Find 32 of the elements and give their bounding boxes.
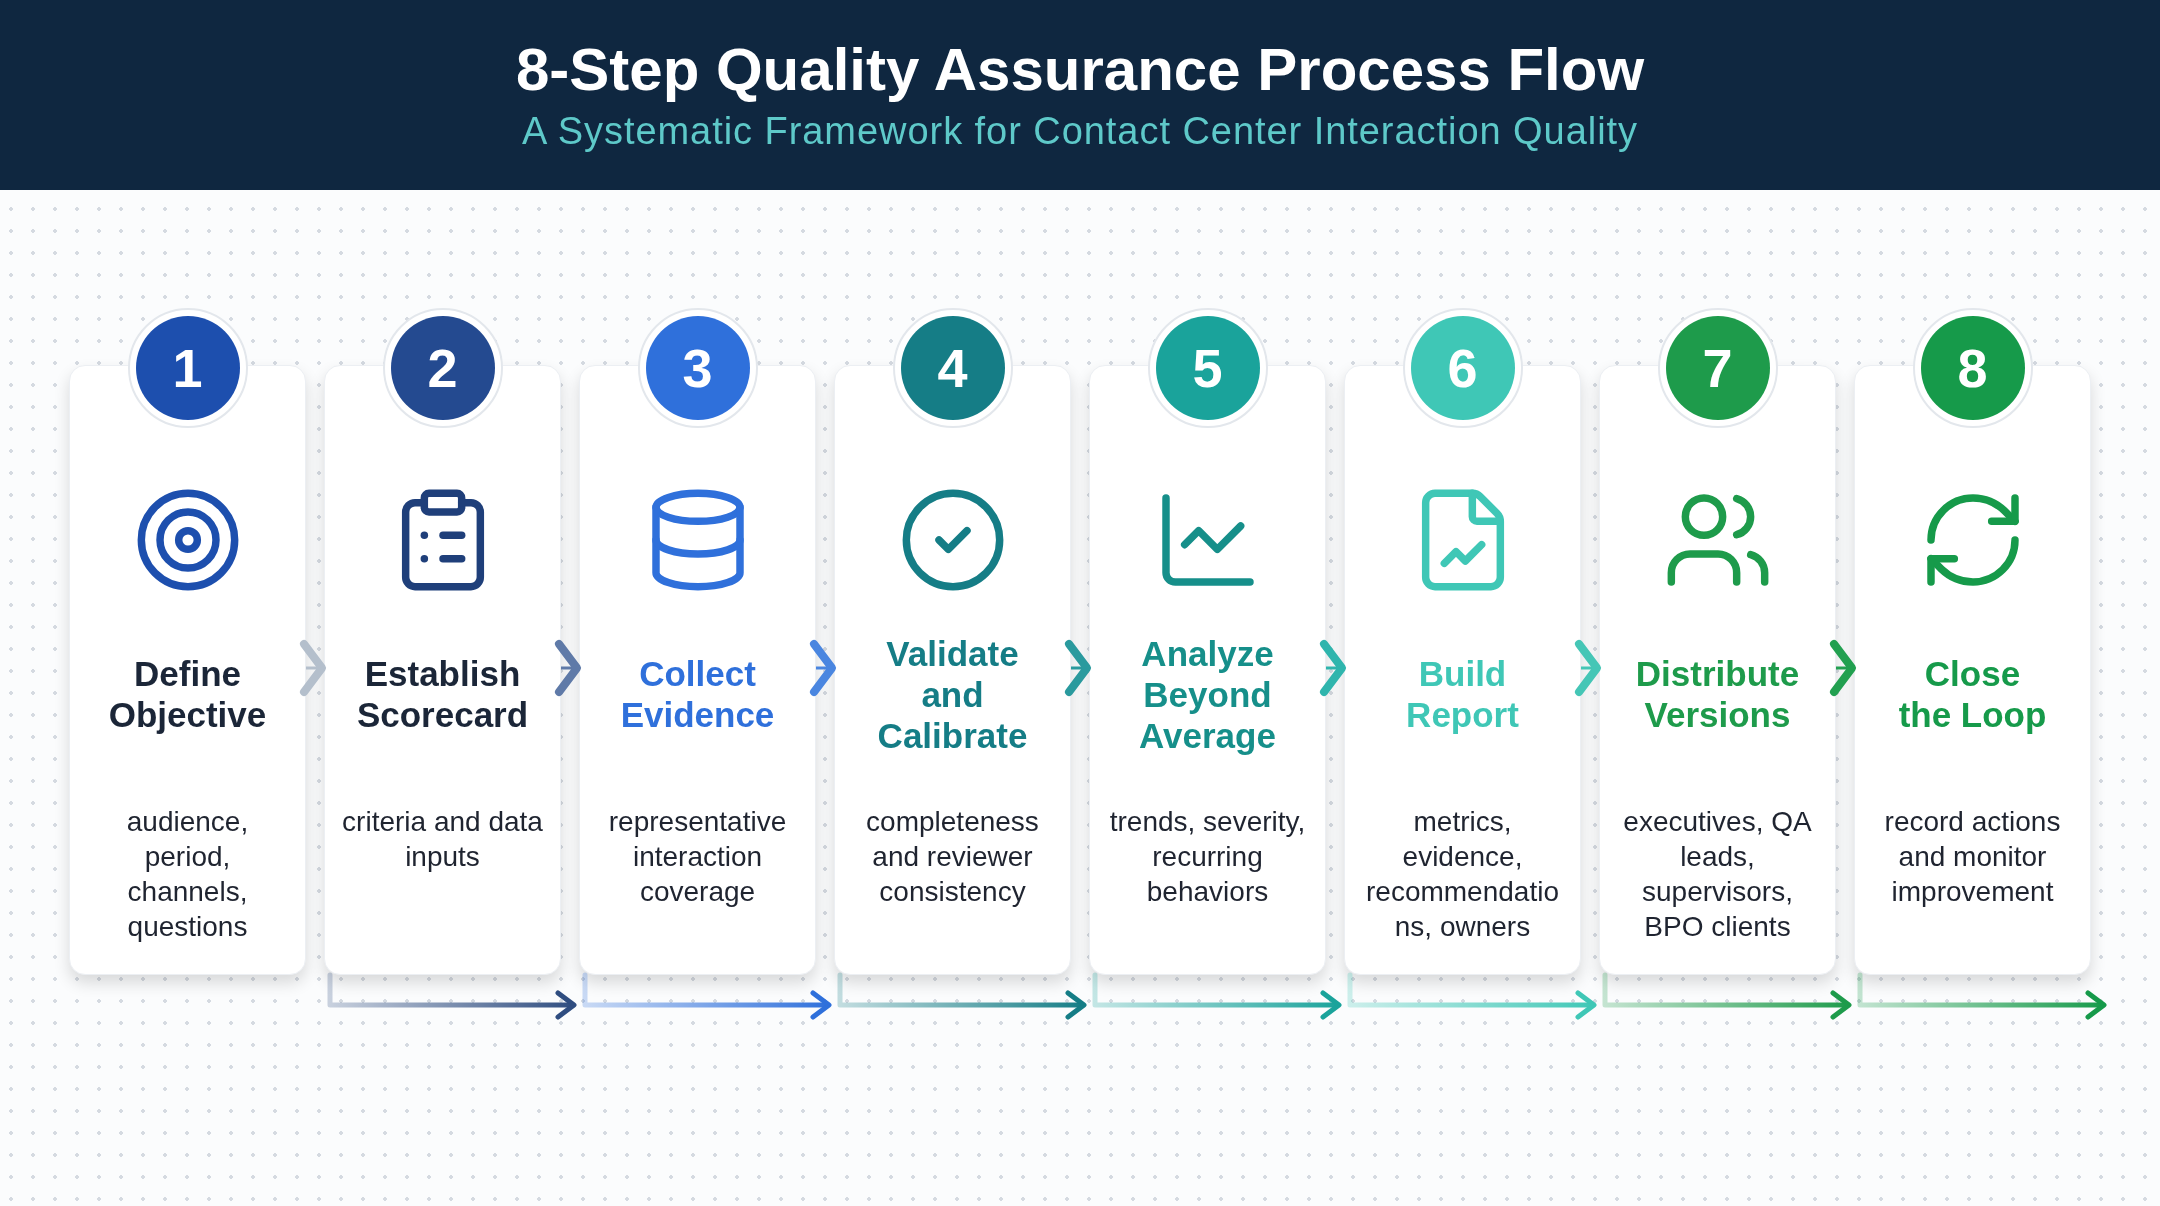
step-title: Analyze Beyond Average <box>1138 632 1277 756</box>
step-title: Define Objective <box>107 653 268 735</box>
progress-arrow <box>1857 972 2107 1020</box>
step-title: Build Report <box>1405 653 1520 735</box>
progress-arrow <box>1092 972 1342 1020</box>
step-description: completeness and reviewer consistency <box>865 805 1040 909</box>
chevron-arrow <box>1575 640 1601 696</box>
step-description: criteria and data inputs <box>341 805 544 874</box>
step-description: representative interaction coverage <box>607 805 788 909</box>
progress-arrow <box>837 972 1087 1020</box>
step-description: record actions and monitor improvement <box>1883 805 2062 909</box>
chevron-arrow <box>1830 640 1856 696</box>
step-description: executives, QA leads, supervisors, BPO clients <box>1622 805 1813 944</box>
step-description: audience, period, channels, questions <box>125 805 250 944</box>
title: 8-Step Quality Assurance Process Flow <box>515 37 1645 104</box>
step-title: Establish Scorecard <box>355 653 530 735</box>
progress-arrow <box>327 972 577 1020</box>
chevron-arrow <box>1320 640 1346 696</box>
step-title: Close the Loop <box>1897 653 2048 735</box>
step-title: Collect Evidence <box>619 653 776 735</box>
chevron-arrow <box>300 640 326 696</box>
step-title: Distribute Versions <box>1634 653 1801 735</box>
step-description: trends, severity, recurring behaviors <box>1108 805 1307 909</box>
subtitle: A Systematic Framework for Contact Center Interaction Quality <box>522 111 1638 153</box>
progress-arrow <box>1347 972 1597 1020</box>
chevron-arrow <box>810 640 836 696</box>
chevron-arrow <box>1065 640 1091 696</box>
progress-arrow <box>1602 972 1852 1020</box>
chevron-arrow <box>555 640 581 696</box>
step-title: Validate and Calibrate <box>876 632 1029 756</box>
step-description: metrics, evidence, recommendations, owners <box>1365 805 1560 944</box>
progress-arrow <box>582 972 832 1020</box>
